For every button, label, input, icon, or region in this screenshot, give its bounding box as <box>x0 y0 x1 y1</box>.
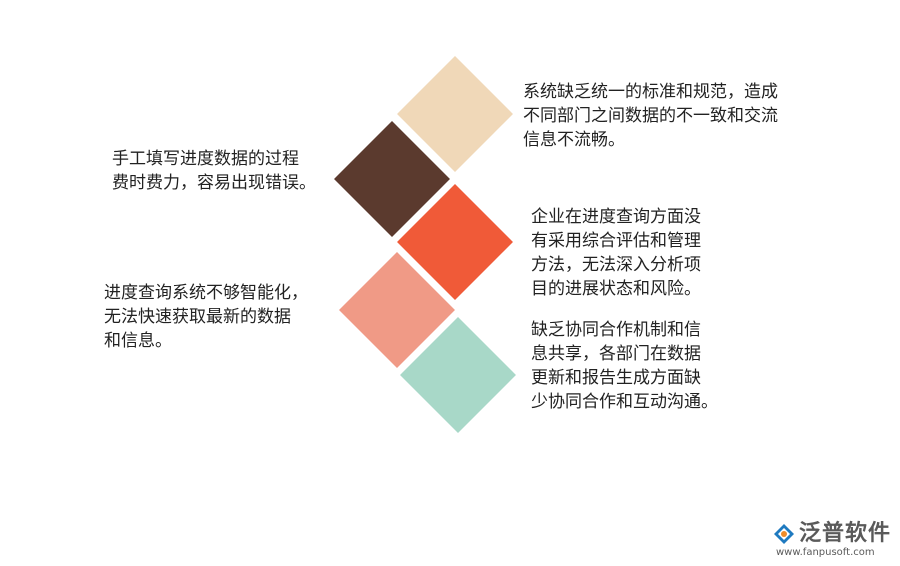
text-bottom-right: 缺乏协同合作机制和信 息共享，各部门在数据 更新和报告生成方面缺 少协同合作和互… <box>531 320 718 412</box>
text-upper-left: 手工填写进度数据的过程 费时费力，容易出现错误。 <box>112 149 316 193</box>
text-lower-left: 进度查询系统不够智能化， 无法快速获取最新的数据 和信息。 <box>104 283 308 351</box>
text-mid-right: 企业在进度查询方面没 有采用综合评估和管理 方法，无法深入分析项 目的进展状态和… <box>531 207 701 299</box>
logo-url: www.fanpusoft.com <box>776 547 875 558</box>
logo-name: 泛普软件 <box>799 521 892 546</box>
fanpu-logo-icon <box>774 524 794 544</box>
text-top-right: 系统缺乏统一的标准和规范，造成 不同部门之间数据的不一致和交流 信息不流畅。 <box>523 82 778 150</box>
brand-logo[interactable]: 泛普软件 www.fanpusoft.com <box>772 520 892 560</box>
